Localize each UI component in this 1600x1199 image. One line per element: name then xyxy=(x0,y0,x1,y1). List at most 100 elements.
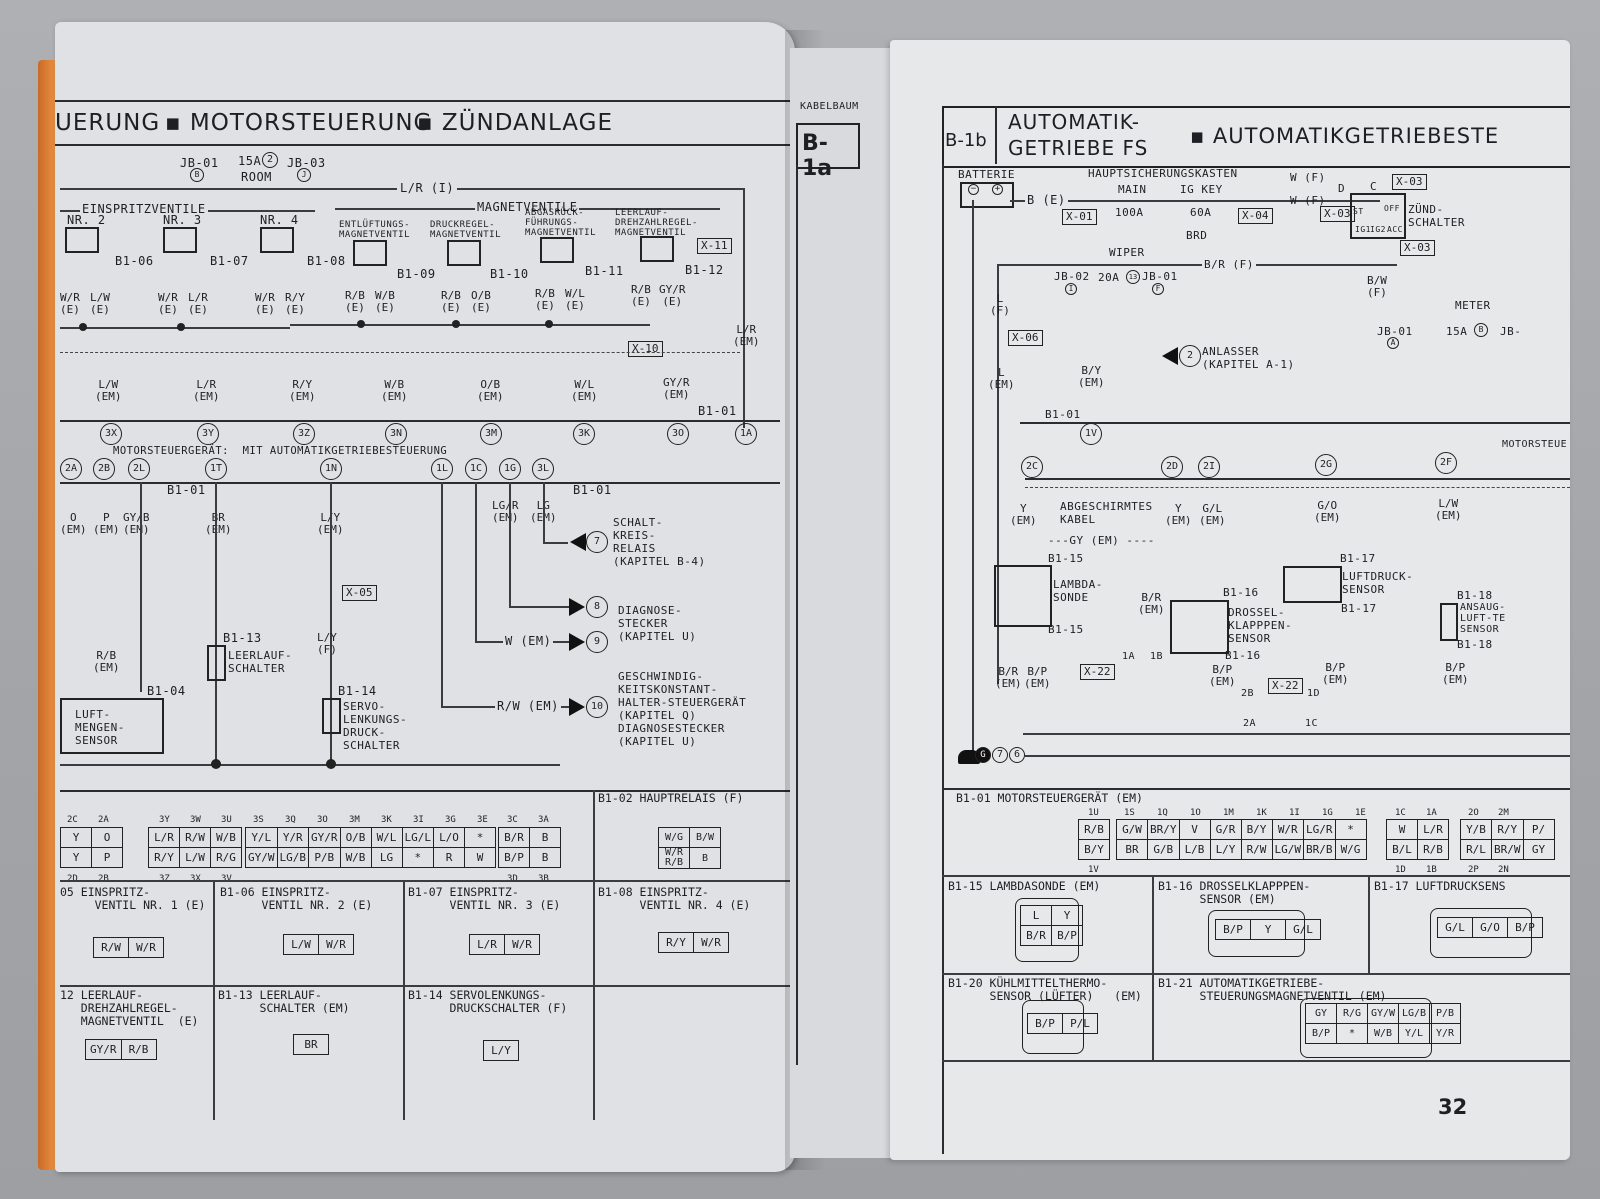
pin-cell: G/W xyxy=(1116,819,1148,840)
switch-acc: ACC xyxy=(1387,225,1403,234)
pin-cell: * xyxy=(464,827,496,848)
pin-cell: GY xyxy=(1522,839,1555,860)
solenoid-1-wire1: R/B (E) xyxy=(345,289,365,314)
meter-label: METER xyxy=(1455,299,1491,312)
grid-rule xyxy=(942,1060,1570,1062)
page-number: 32 xyxy=(1438,1095,1468,1119)
x22-box-left: X-22 xyxy=(1080,664,1115,680)
grid-rule xyxy=(60,985,795,987)
pin-3k: 3K xyxy=(573,423,595,445)
underlying-page-header: KABELBAUM xyxy=(800,101,859,112)
section-tab-b1a: B-1a xyxy=(796,123,860,181)
pin-cell: L/R xyxy=(148,827,180,848)
pin-label: 2C xyxy=(67,815,78,825)
y-em-label-2: Y (EM) xyxy=(1165,502,1192,527)
wire-br-em: BR (EM) xyxy=(205,511,232,536)
wire-w-em-label: W (EM) xyxy=(503,634,554,648)
table-divider xyxy=(593,790,595,1120)
pin: G/O xyxy=(1473,918,1508,937)
pin-cell: R/W xyxy=(1240,839,1273,860)
batterie-label: BATTERIE xyxy=(958,168,1015,181)
bp-em-3: B/P (EM) xyxy=(1322,661,1349,686)
pin-cell: W/G xyxy=(658,827,690,848)
wire-br xyxy=(215,482,217,762)
b1-17-upper: B1-17 xyxy=(1340,552,1376,565)
pin-label: 1C xyxy=(1395,808,1406,818)
go-em-label: G/O (EM) xyxy=(1314,499,1341,524)
bp-em-2: B/P (EM) xyxy=(1209,663,1236,688)
pin-cell: * xyxy=(401,847,434,868)
pin: L/R xyxy=(470,935,505,954)
ground-junction xyxy=(211,759,221,769)
ground-6: 6 xyxy=(1009,747,1025,763)
wire-lg xyxy=(543,482,545,542)
bw-f-label: B/W (F) xyxy=(1367,274,1387,299)
injector-nr2-wire1: W/R (E) xyxy=(60,291,80,316)
pin-cell: B/L xyxy=(1386,839,1418,860)
title-right: ▪ AUTOMATIKGETRIEBESTE xyxy=(1190,124,1500,148)
pin-2b-label: 2B xyxy=(1241,688,1255,699)
ref-arrow-9 xyxy=(569,633,585,651)
lr-em-label: L/R (EM) xyxy=(733,323,760,348)
pin-cell: R/W xyxy=(179,827,211,848)
grid-rule xyxy=(60,880,795,882)
header-segment-3: ▪ ZÜNDANLAGE xyxy=(417,110,613,136)
bp-em-1: B/P (EM) xyxy=(1024,665,1051,690)
b1-13-label: B1-13 xyxy=(223,631,262,645)
grid-divider xyxy=(403,880,405,1120)
pin-3o: 3O xyxy=(667,423,689,445)
pin: GY/R xyxy=(86,1040,122,1059)
x03-box-left: X-03 xyxy=(1320,206,1355,222)
pin-label: 3Z xyxy=(159,874,170,884)
hauptrelais-title: B1-02 HAUPTRELAIS (F) xyxy=(598,791,744,805)
leerlauf-label: LEERLAUF- SCHALTER xyxy=(228,649,293,675)
b1-14-label: B1-14 xyxy=(338,684,377,698)
switch-terminal-c: C xyxy=(1370,180,1378,193)
injector-nr3-conn: B1-07 xyxy=(210,254,249,268)
igkey-fuse-amps: 60A xyxy=(1190,206,1212,219)
ansaug-label: ANSAUG- LUFT-TE SENSOR xyxy=(1460,602,1506,635)
ecu-bottom-edge xyxy=(60,482,780,484)
injector-nr4-wire2: R/Y (E) xyxy=(285,291,305,316)
connector-b1-06-title: B1-06 EINSPRITZ- VENTIL NR. 2 (E) xyxy=(220,885,373,912)
pin-cell: GY/W xyxy=(1367,1003,1399,1024)
ecu-top-edge xyxy=(1020,422,1570,424)
ecu-bottom-edge xyxy=(1025,478,1570,480)
ground-junction xyxy=(326,759,336,769)
drossel-label: DROSSEL- KLAPPPEN- SENSOR xyxy=(1228,606,1293,645)
pin-1d-label: 1D xyxy=(1307,688,1321,699)
pin-label: 1S xyxy=(1124,808,1135,818)
pin-cell: BR/W xyxy=(1491,839,1524,860)
header-segment-1: UERUNG xyxy=(55,110,161,136)
pin: BR xyxy=(304,1038,318,1051)
jb01b-label: JB-01 xyxy=(1377,325,1413,338)
pin-label: 3B xyxy=(538,874,549,884)
connector-b1-20-title: B1-20 KÜHLMITTELTHERMO- SENSOR (LÜFTER) … xyxy=(948,976,1142,1003)
pin-label: 2M xyxy=(1498,808,1509,818)
servo-label: SERVO- LENKUNGS- DRUCK- SCHALTER xyxy=(343,700,408,752)
solenoid-3-wire2: W/L (E) xyxy=(565,287,585,312)
harness-dashed-line xyxy=(60,352,740,353)
solenoid-4-wire1: R/B (E) xyxy=(631,283,651,308)
grid-rule xyxy=(942,875,1570,877)
pin-1c: 1C xyxy=(465,458,487,480)
br-f-label: B/R (F) xyxy=(1202,258,1256,271)
pin-label: 3V xyxy=(221,874,232,884)
anlasser-circle: 2 xyxy=(1179,345,1201,367)
pin-cell: L/Y xyxy=(1209,839,1242,860)
jb02-label: JB-02 xyxy=(1054,270,1090,283)
switch-off: OFF xyxy=(1384,204,1400,213)
pin-cell: R/G xyxy=(210,847,242,868)
pin-2i: 2I xyxy=(1198,456,1220,478)
grid-divider xyxy=(1368,875,1370,973)
header-motorsteuerung: MOTORSTEUERUNG xyxy=(189,110,433,136)
pin-label: 3X xyxy=(190,874,201,884)
jb03-label: JB-03 xyxy=(287,156,326,170)
pin-1b-label: 1B xyxy=(1150,651,1164,662)
